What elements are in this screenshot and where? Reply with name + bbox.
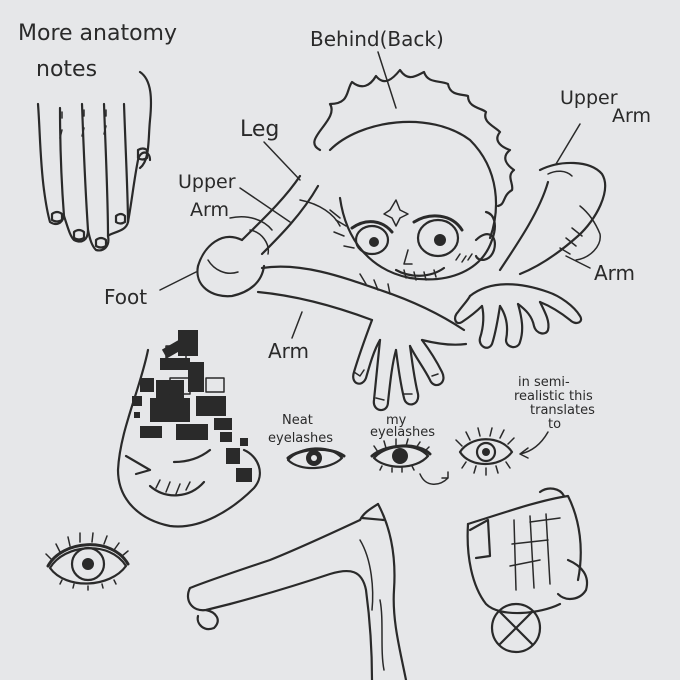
fist-sketch [466,487,589,654]
label-upper-arm-right-2: Arm [612,105,651,127]
label-upper-arm-left-2: Arm [190,199,229,221]
hand-sketch [36,70,153,252]
note-semi-2: realistic this [514,389,593,404]
title-line-2: notes [36,57,97,82]
eye-drawings [286,427,549,485]
label-upper-arm-left-1: Upper [178,171,236,193]
note-neat-1: Neat [282,413,313,428]
label-leg: Leg [240,117,279,142]
anatomy-labels: Behind(Back) Leg Upper Arm Upper Arm Foo… [104,27,651,363]
label-behind: Behind(Back) [310,27,444,51]
note-my-2: eyelashes [370,425,435,440]
label-arm-bottom: Arm [268,339,309,363]
title-note: More anatomy notes [18,21,177,82]
note-semi-3: translates [530,403,595,418]
label-arm-right: Arm [594,261,635,285]
note-semi-1: in semi- [518,375,570,390]
label-upper-arm-right-1: Upper [560,87,618,109]
realistic-eye-sketch [45,532,130,591]
glitch-face-sketch [116,330,261,528]
label-foot: Foot [104,285,147,309]
eyelash-notes: Neat eyelashes my eyelashes in semi- rea… [268,375,595,446]
note-neat-2: eyelashes [268,431,333,446]
title-line-1: More anatomy [18,21,177,46]
note-semi-4: to [548,417,561,432]
arm-study-sketch [186,502,408,680]
leader-lines [159,51,591,339]
character-sketch [196,68,607,412]
note-my-1: my [386,413,407,428]
